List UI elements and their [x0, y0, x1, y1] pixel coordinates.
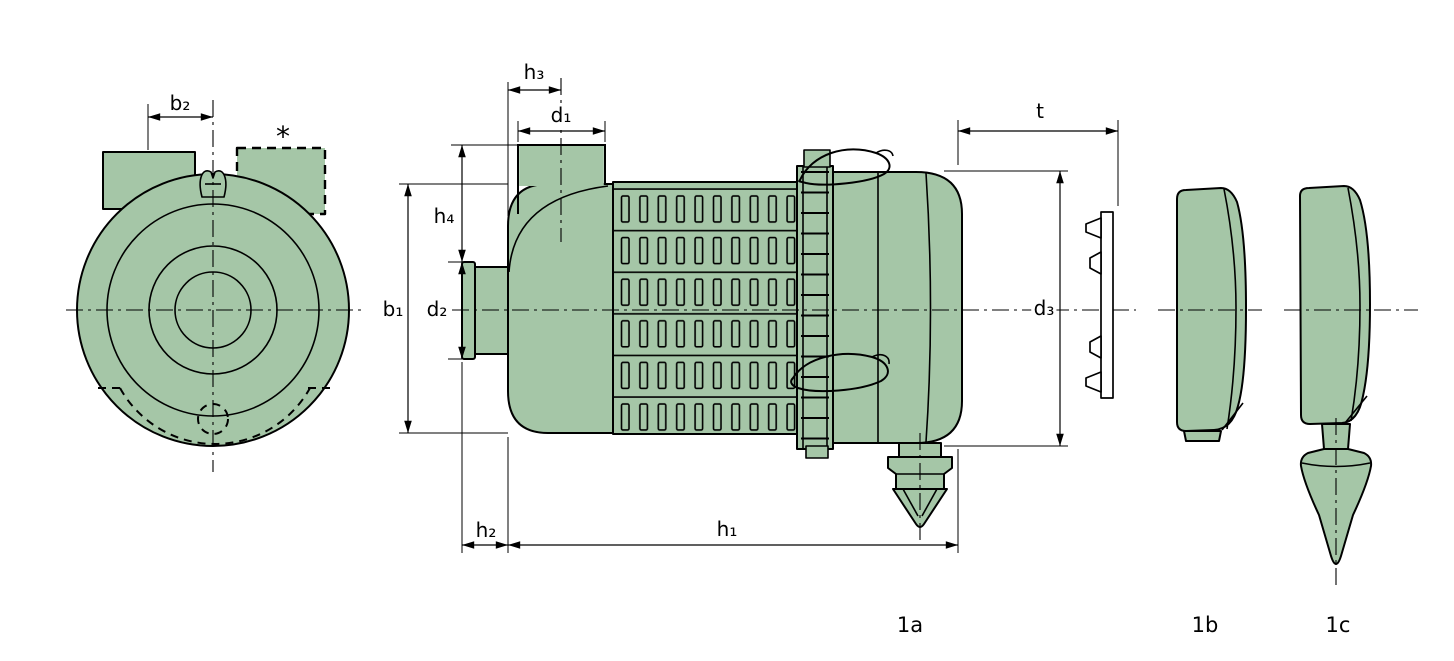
side-latch-wire	[790, 353, 889, 393]
dim-label-h1: h₁	[717, 517, 738, 541]
dim-label-d2: d₂	[427, 297, 448, 321]
part-label-1b: 1b	[1192, 613, 1219, 637]
cover-1b-chamfer-line	[1221, 402, 1244, 431]
dim-label-h4: h₄	[434, 204, 455, 228]
dimension-labels: b₂ * h₃ d₁ h₄ b₁ d₂ h₂ h₁ t d₃	[166, 57, 1058, 546]
dim-label-h2: h₂	[476, 518, 497, 542]
part-1c-view	[1284, 185, 1418, 588]
top-latch-hook	[875, 149, 894, 157]
cover-1c-chamfer-line	[1344, 395, 1368, 424]
front-view	[66, 100, 364, 472]
inlet-scroll-curve	[508, 185, 609, 273]
cover-1b-rim-line	[1223, 188, 1237, 430]
dim-label-d1: d₁	[551, 103, 572, 127]
dim-label-h3: h₃	[524, 60, 545, 84]
dim-label-t: t	[1036, 99, 1044, 123]
dimension-lines	[147, 82, 1119, 553]
dust-ejector-valve	[887, 433, 953, 545]
part-labels: 1a 1b 1c	[897, 613, 1351, 637]
side-view	[452, 78, 1136, 545]
footnote-star: *	[276, 120, 290, 153]
bracket-tab-3	[1089, 335, 1102, 359]
cover-1c-rim-line	[1347, 187, 1361, 422]
part-1b-view	[1158, 187, 1262, 442]
bracket-profile-view	[1085, 211, 1114, 399]
bracket-tab-1	[1085, 217, 1102, 239]
clamp-band-bottom-tab	[805, 445, 829, 459]
side-latch-hook	[871, 354, 890, 365]
cover-1b-foot	[1183, 430, 1222, 442]
cover-1c-dust-cone	[1299, 448, 1373, 565]
part-label-1c: 1c	[1326, 613, 1351, 637]
bracket-bar	[1100, 211, 1114, 399]
ejector-duckbill-line-right	[921, 488, 938, 517]
filter-mesh-slots	[613, 182, 797, 434]
cover-1c-body	[1299, 185, 1371, 425]
ejector-duckbill-line-left	[902, 488, 919, 517]
dim-label-d3: d₃	[1034, 296, 1055, 320]
clamp-band-screw-block	[803, 149, 831, 168]
end-cap-dome-line	[925, 172, 932, 443]
end-cap	[832, 171, 963, 444]
bracket-tab-4	[1085, 371, 1102, 393]
cover-1c-cone-line	[1301, 462, 1371, 468]
alternate-bottom-dashed-arc	[119, 387, 311, 445]
dim-label-b1: b₁	[383, 297, 404, 321]
bracket-tab-2	[1089, 251, 1102, 275]
dim-label-b2: b₂	[170, 91, 191, 115]
top-latch-wire	[798, 148, 891, 186]
part-label-1a: 1a	[897, 613, 923, 637]
